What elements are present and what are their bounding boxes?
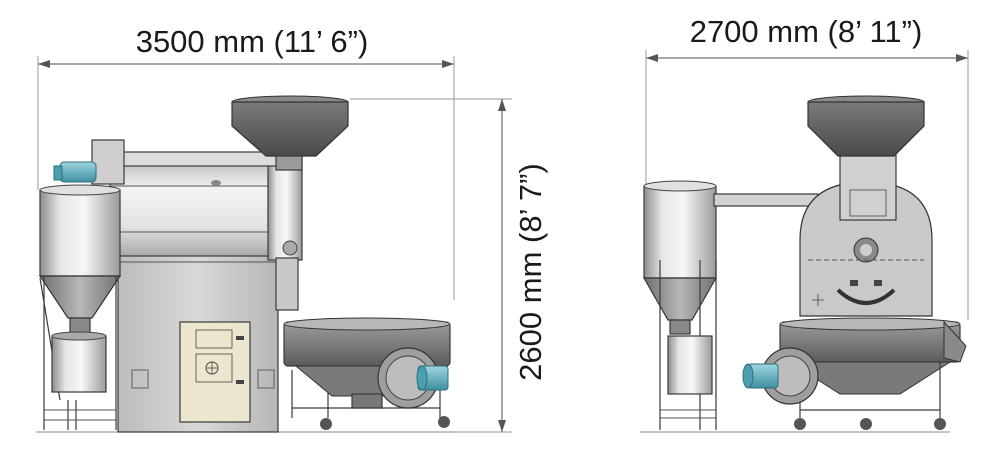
side-green-bean-hopper xyxy=(807,95,925,157)
side-chaff-cyclone xyxy=(642,180,819,430)
front-view xyxy=(36,95,456,433)
control-panel xyxy=(179,321,251,423)
side-cooling-fan xyxy=(742,347,819,405)
height-dimension-label: 2600 mm (8’ 7”) xyxy=(513,163,548,381)
depth-dimension-label: 2700 mm (8’ 11”) xyxy=(690,14,923,49)
green-bean-hopper xyxy=(231,95,349,171)
depth-dimension: 2700 mm (8’ 11”) xyxy=(645,14,969,320)
exhaust-blower xyxy=(53,139,125,185)
side-roaster-body xyxy=(799,149,933,317)
width-dimension: 3500 mm (11’ 6”) xyxy=(37,24,455,300)
side-view xyxy=(640,95,967,433)
side-cooling-tray xyxy=(779,317,967,430)
cooling-fan xyxy=(377,347,449,409)
height-dimension: 2600 mm (8’ 7”) xyxy=(350,98,548,433)
chaff-cyclone xyxy=(38,184,122,430)
width-dimension-label: 3500 mm (11’ 6”) xyxy=(136,24,369,59)
